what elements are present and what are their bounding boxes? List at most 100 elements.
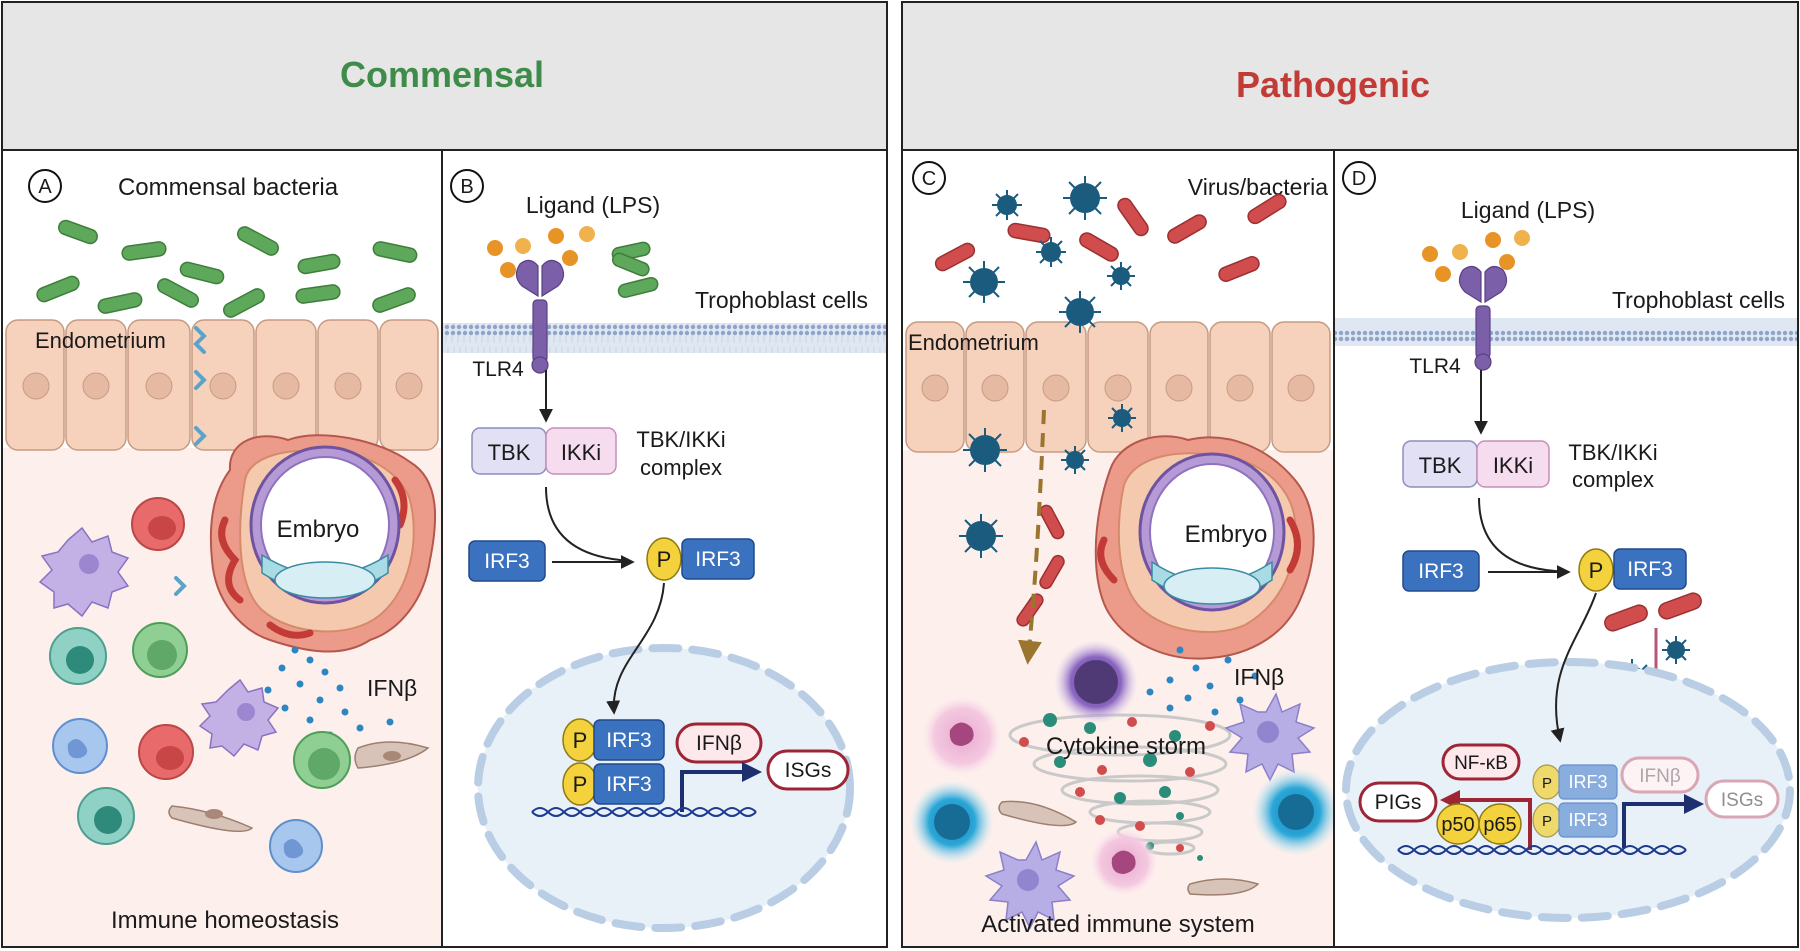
- panel-letter-badge: [912, 161, 946, 195]
- translocation-arrow: [1550, 592, 1597, 743]
- monocyte-red-2: [138, 724, 194, 780]
- trophoblast-membrane: [443, 323, 886, 353]
- header-commensal-box: [1, 1, 888, 151]
- panel-letter: D: [1352, 168, 1366, 190]
- p50-label: p50: [1441, 814, 1474, 836]
- invading-bacteria-squiggles: [174, 326, 207, 596]
- panel-a: A Commensal bacteria: [1, 149, 443, 948]
- tlr4-receptor: [1458, 265, 1508, 371]
- irf3-box: [468, 540, 546, 582]
- transcription-arrow: [1622, 794, 1704, 848]
- isgs-label-faded: ISGs: [1721, 790, 1763, 811]
- irf3-dimer-bottom: [593, 763, 665, 805]
- isgs-box: [766, 749, 850, 791]
- ifn-dots: [1146, 646, 1259, 716]
- tlr4-receptor: [515, 259, 565, 374]
- header-pathogenic-title: Pathogenic: [1236, 64, 1430, 105]
- lps-ligand-dots: [1422, 230, 1530, 282]
- viruses: [959, 176, 1136, 558]
- irf3-phos-box: [681, 538, 755, 580]
- panel-letter-badge: [1342, 161, 1376, 195]
- p65-label: p65: [1483, 814, 1516, 836]
- immune-cells: [38, 497, 430, 873]
- panel-d: D Ligand (LPS) Trophoblast cells TLR4 TB…: [1333, 149, 1799, 948]
- complex-label-line1: TBK/IKKi: [1568, 440, 1657, 465]
- dendritic-cell: [38, 526, 130, 618]
- irf3-dimer-top: [593, 719, 665, 761]
- endometrium-label: Endometrium: [908, 330, 1039, 355]
- irf3-label: IRF3: [606, 729, 652, 752]
- commensal-bacteria-group: [36, 219, 418, 318]
- activated-immune-cells: [910, 640, 1340, 930]
- endometrium-label: Endometrium: [35, 328, 166, 353]
- virus-bacteria-label: Virus/bacteria: [1188, 174, 1328, 200]
- mast-cell-teal-2: [77, 787, 135, 845]
- nfkb-transcription-arrow: [1440, 790, 1532, 850]
- lps-ligand-dots: [487, 226, 595, 278]
- irf3-phos-box: [1613, 548, 1687, 590]
- irf3-label: IRF3: [606, 773, 652, 796]
- irf3-phos-label: IRF3: [1627, 558, 1673, 581]
- ifn-beta-label: IFNβ: [367, 675, 417, 701]
- p-phosphate: [646, 537, 682, 581]
- p-label-faded: P: [1542, 813, 1552, 830]
- embryo-label: Embryo: [277, 516, 360, 543]
- isgs-label: ISGs: [785, 759, 832, 782]
- trophoblast-membrane: [1335, 318, 1797, 346]
- spiky-cell: [1224, 692, 1316, 782]
- ifn-beta-label: IFNβ: [1234, 664, 1284, 690]
- panel-letter-badge: [28, 169, 62, 203]
- bacteria-pair: [611, 241, 659, 299]
- panel-letter: B: [460, 176, 473, 198]
- monocyte-red: [131, 497, 185, 551]
- p-label: P: [573, 728, 588, 753]
- header-commensal-title: Commensal: [340, 54, 544, 95]
- activated-immune-label: Activated immune system: [981, 911, 1254, 938]
- mast-cell-teal: [49, 627, 107, 685]
- panel-letter: A: [38, 176, 52, 198]
- dna-helix: [1397, 845, 1687, 855]
- fibroblast: [354, 741, 430, 769]
- panel-b: B Ligand (LPS) Trophoblast cells TLR4 TB…: [441, 149, 888, 948]
- tbk-label: TBK: [488, 440, 531, 465]
- ikki-box: [1476, 440, 1550, 488]
- panel-letter-badge: [450, 169, 484, 203]
- irf3-label: IRF3: [1418, 560, 1464, 583]
- commensal-bacteria-label: Commensal bacteria: [118, 174, 339, 201]
- p65-subunit: [1478, 803, 1522, 845]
- fibroblast-2: [168, 805, 254, 833]
- header-pathogenic-box: [901, 1, 1799, 151]
- embryo-implantation: [1094, 435, 1315, 660]
- dendritic-cell-small: [198, 678, 280, 758]
- p-phosphate: [1578, 548, 1614, 592]
- panel-letter: C: [922, 168, 936, 190]
- tlr4-label: TLR4: [472, 358, 524, 381]
- p-label: P: [657, 547, 672, 572]
- nfkb-label: NF-κB: [1454, 753, 1508, 774]
- isgs-box-faded: [1704, 779, 1780, 819]
- ifnb-gene-box-faded: [1620, 756, 1700, 794]
- lymphocyte-green-2: [293, 731, 351, 789]
- ligand-label: Ligand (LPS): [526, 192, 660, 218]
- activation-arrow: [1478, 497, 1568, 572]
- immune-homeostasis-label: Immune homeostasis: [111, 907, 339, 934]
- activation-arrow: [545, 486, 632, 562]
- membrane-label: Trophoblast cells: [695, 287, 868, 313]
- irf3-label: IRF3: [484, 550, 530, 573]
- irf3-box: [1402, 550, 1480, 592]
- translocation-arrow: [606, 582, 665, 715]
- neutrophil-blue: [52, 718, 108, 774]
- ifnb-gene-label: IFNβ: [696, 732, 742, 755]
- transcription-arrow: [680, 762, 762, 812]
- irf3-label-faded: IRF3: [1568, 810, 1607, 830]
- complex-label-line2: complex: [640, 455, 722, 480]
- tlr4-label: TLR4: [1409, 355, 1461, 378]
- p-label: P: [573, 772, 588, 797]
- cytokine-storm-label: Cytokine storm: [1046, 733, 1206, 760]
- neutrophil-blue-2: [269, 819, 323, 873]
- irf3-phos-label: IRF3: [695, 548, 741, 571]
- spiky-cell-2: [984, 840, 1076, 930]
- complex-label-line2: complex: [1572, 467, 1654, 492]
- ligand-label: Ligand (LPS): [1461, 197, 1595, 223]
